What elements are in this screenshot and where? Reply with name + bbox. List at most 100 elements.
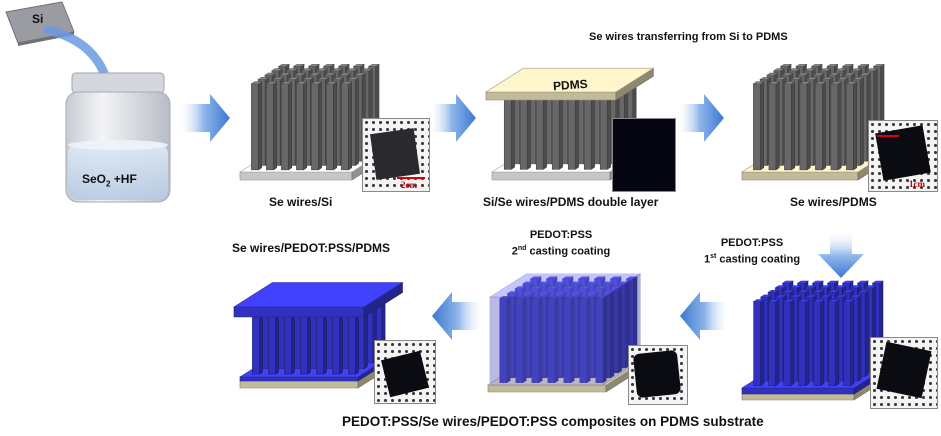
pdms-layer-label: PDMS bbox=[552, 76, 589, 94]
wire-top bbox=[347, 77, 360, 80]
top-cover-front bbox=[233, 306, 365, 318]
top-cover-top bbox=[232, 282, 404, 308]
wire-top bbox=[553, 281, 567, 285]
wire-front bbox=[266, 83, 274, 171]
wire-side bbox=[822, 81, 827, 171]
wire-front bbox=[753, 83, 761, 171]
wire-top bbox=[759, 294, 773, 298]
wire-top bbox=[570, 291, 583, 294]
wire-top bbox=[834, 285, 847, 289]
wire-top bbox=[602, 291, 615, 294]
wire-top bbox=[841, 64, 855, 67]
wire-top bbox=[781, 280, 795, 284]
jar-label: SeO2 +HF bbox=[82, 172, 137, 189]
wire-front bbox=[799, 83, 808, 171]
wire-top bbox=[529, 276, 542, 280]
wire-front bbox=[284, 313, 292, 375]
wire-front bbox=[296, 83, 304, 171]
wire-side bbox=[853, 81, 858, 171]
wire-top bbox=[812, 290, 825, 293]
reaction-jar bbox=[65, 72, 171, 203]
wire-top bbox=[577, 276, 590, 280]
wire-top bbox=[849, 294, 863, 298]
wire-front bbox=[798, 301, 806, 386]
wire-top bbox=[819, 285, 832, 289]
wire-front bbox=[843, 301, 851, 386]
substrate-layer-1-front bbox=[239, 376, 359, 382]
wire-top bbox=[804, 294, 818, 298]
wire-front bbox=[768, 301, 776, 386]
wire-top bbox=[300, 68, 314, 72]
wire-front bbox=[784, 83, 792, 171]
substrate-layer-0-front bbox=[487, 384, 607, 393]
wire-top bbox=[594, 286, 607, 290]
wire-top bbox=[834, 68, 848, 72]
photo-inset-double-layer bbox=[612, 118, 676, 192]
wire-top bbox=[826, 280, 840, 284]
wire-top bbox=[829, 81, 843, 85]
wire-top bbox=[292, 64, 306, 67]
wire-top bbox=[625, 276, 638, 280]
wire-top bbox=[360, 68, 374, 72]
wire-top bbox=[617, 281, 631, 285]
wire-front bbox=[783, 301, 791, 386]
wire-top bbox=[783, 81, 796, 85]
wire-top bbox=[530, 296, 544, 299]
wire-top bbox=[287, 77, 300, 80]
wire-top bbox=[593, 276, 606, 280]
wire-top bbox=[257, 77, 270, 80]
wire-top bbox=[752, 299, 765, 302]
wire-side bbox=[805, 299, 810, 387]
wire-top bbox=[819, 68, 832, 72]
wire-top bbox=[294, 72, 307, 76]
wire-side bbox=[790, 299, 795, 387]
wire-top bbox=[845, 81, 858, 85]
wire-top bbox=[812, 72, 825, 76]
wire-side bbox=[558, 94, 563, 170]
wire-top bbox=[325, 81, 338, 85]
wire-top bbox=[849, 285, 862, 289]
wire-top bbox=[285, 68, 299, 72]
bottom-caption: PEDOT:PSS/Se wires/PEDOT:PSS composites … bbox=[342, 414, 764, 429]
photo-inset-first-coating bbox=[870, 337, 938, 409]
wire-top bbox=[781, 72, 794, 76]
arrow-5 bbox=[680, 292, 730, 340]
wire-side bbox=[574, 94, 579, 170]
photo-inset-se-pdms: 1cm bbox=[868, 120, 938, 192]
wire-top bbox=[367, 64, 381, 67]
wire-top bbox=[821, 77, 834, 80]
wire-top bbox=[803, 68, 817, 72]
wire-top bbox=[859, 72, 872, 76]
wire-front bbox=[768, 83, 777, 171]
wire-front bbox=[268, 313, 276, 375]
se-wires-on-si-model bbox=[238, 63, 388, 181]
wire-top bbox=[864, 285, 877, 289]
wire-front bbox=[252, 313, 260, 375]
wire-side bbox=[859, 76, 864, 167]
wire-side bbox=[590, 94, 595, 170]
wire-front bbox=[503, 96, 512, 170]
transfer-title: Se wires transferring from Si to PDMS bbox=[589, 31, 788, 43]
wire-top bbox=[280, 81, 293, 85]
wire-top bbox=[779, 64, 793, 67]
first-coating-model bbox=[740, 280, 892, 401]
wire-side bbox=[526, 94, 531, 170]
wire-top bbox=[857, 290, 870, 293]
wire-top bbox=[578, 296, 592, 299]
scale-bar-label: 1cm bbox=[909, 179, 925, 189]
wire-top bbox=[811, 280, 825, 284]
wire-top bbox=[307, 64, 321, 67]
wire-front bbox=[846, 83, 854, 171]
wire-top bbox=[819, 294, 833, 298]
wire-front bbox=[815, 83, 823, 171]
arrow-4 bbox=[818, 230, 864, 278]
wire-top bbox=[798, 81, 812, 85]
wire-top bbox=[277, 64, 291, 67]
pedot-shell-top bbox=[488, 273, 642, 298]
wire-front bbox=[348, 313, 356, 375]
wire-side bbox=[323, 311, 328, 375]
wire-front bbox=[251, 83, 259, 171]
wire-top bbox=[788, 68, 801, 72]
wire-top bbox=[310, 81, 323, 85]
